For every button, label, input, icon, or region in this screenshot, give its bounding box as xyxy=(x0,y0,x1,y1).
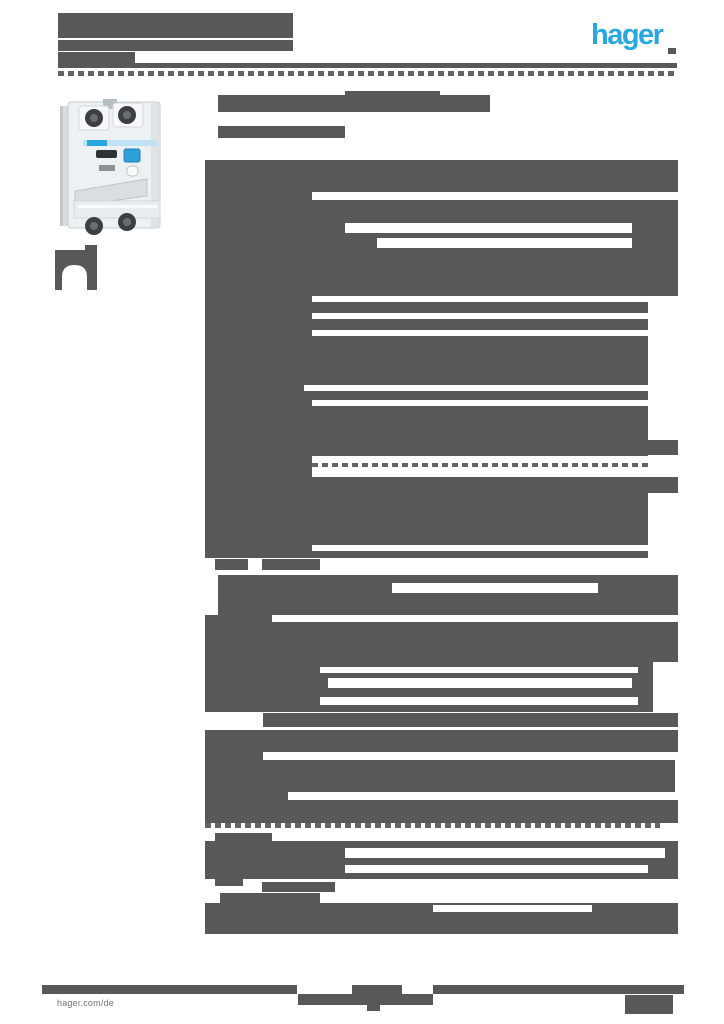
spec-table-gap xyxy=(345,223,632,233)
section3-block-2 xyxy=(205,760,675,792)
section3-block xyxy=(205,730,678,752)
spec-table-gap xyxy=(312,330,648,336)
spec-table-lower-block xyxy=(205,296,648,558)
section5-heading-b xyxy=(262,882,335,892)
section2-gap xyxy=(328,678,632,688)
header-title-line-2 xyxy=(58,40,293,51)
section5-heading xyxy=(215,879,243,886)
section2-heading-b xyxy=(262,559,320,570)
header-rule xyxy=(58,63,677,68)
spec-table-gap xyxy=(304,385,648,391)
spec-table-gap xyxy=(312,400,648,406)
section4-row xyxy=(205,841,678,848)
section4-row xyxy=(205,858,678,865)
hager-logo: hager xyxy=(591,19,664,51)
screw-slot xyxy=(90,222,98,230)
section4-row xyxy=(205,873,678,879)
product-photo xyxy=(60,99,161,235)
section2-label xyxy=(205,615,272,622)
spec-table-gap xyxy=(312,545,648,551)
footer-center-text xyxy=(298,994,433,1005)
toggle-switch[interactable] xyxy=(123,148,141,163)
spec-table-fineprint-row xyxy=(312,463,648,467)
spec-table-right-extension xyxy=(648,477,678,493)
label-text-mark xyxy=(99,165,115,171)
pictogram-dome-cutout xyxy=(62,265,87,290)
product-title xyxy=(218,95,490,112)
section3-label xyxy=(205,752,263,760)
section4-row xyxy=(205,865,345,873)
section4-row-end xyxy=(665,848,678,858)
section2-gap xyxy=(320,697,638,705)
footer-center-descender xyxy=(367,1005,380,1011)
section2-block xyxy=(205,622,678,662)
section4-row xyxy=(205,848,345,858)
footer-right-text xyxy=(625,995,673,1014)
section5-block-3 xyxy=(205,927,678,934)
footer-bar-notch xyxy=(297,985,352,994)
section3-lastline-row xyxy=(205,823,660,828)
spec-table-right-extension xyxy=(648,440,678,455)
section3-block-3 xyxy=(205,800,678,823)
section5-block-2 xyxy=(205,917,678,927)
section4-heading xyxy=(215,833,272,841)
section3-label xyxy=(205,792,288,800)
spec-table-gap xyxy=(312,296,648,302)
spec-table-gap xyxy=(312,192,678,200)
brand-band-word xyxy=(87,140,107,146)
product-subtitle xyxy=(218,126,345,138)
section2-paragraph xyxy=(218,575,678,615)
window-highlight xyxy=(77,205,157,208)
section2-gap xyxy=(392,583,598,593)
product-title-ascenders xyxy=(345,91,440,96)
product-pictogram-icon xyxy=(55,245,97,290)
header-title-line-3 xyxy=(58,52,135,63)
section2-row xyxy=(263,713,678,727)
footer-bar-notch xyxy=(402,985,433,994)
din-rail-clip-edge xyxy=(60,106,63,226)
screw-slot xyxy=(90,114,98,122)
section2-heading-a xyxy=(215,559,248,570)
footer-bar xyxy=(42,985,684,994)
header-title-line-1 xyxy=(58,13,293,38)
screw-slot xyxy=(123,218,131,226)
logo-claim-mark xyxy=(668,48,676,54)
header-fineprint-row xyxy=(58,71,677,76)
rating-label-mark xyxy=(96,150,117,158)
section4-row-end xyxy=(648,865,678,873)
footer-website-link[interactable]: hager.com/de xyxy=(57,998,114,1008)
spec-table-gap xyxy=(377,238,632,248)
brand-band xyxy=(83,140,157,146)
spec-table-gap xyxy=(312,313,648,319)
section2-gap xyxy=(320,667,638,673)
device-top-notch xyxy=(103,99,117,109)
din-rail-clip xyxy=(60,106,69,226)
clear-window-strip xyxy=(73,200,161,219)
section5-label xyxy=(220,893,320,903)
test-button[interactable] xyxy=(126,165,139,177)
device-body-shade xyxy=(151,103,159,227)
screw-slot xyxy=(123,111,131,119)
section5-gap xyxy=(433,905,592,912)
